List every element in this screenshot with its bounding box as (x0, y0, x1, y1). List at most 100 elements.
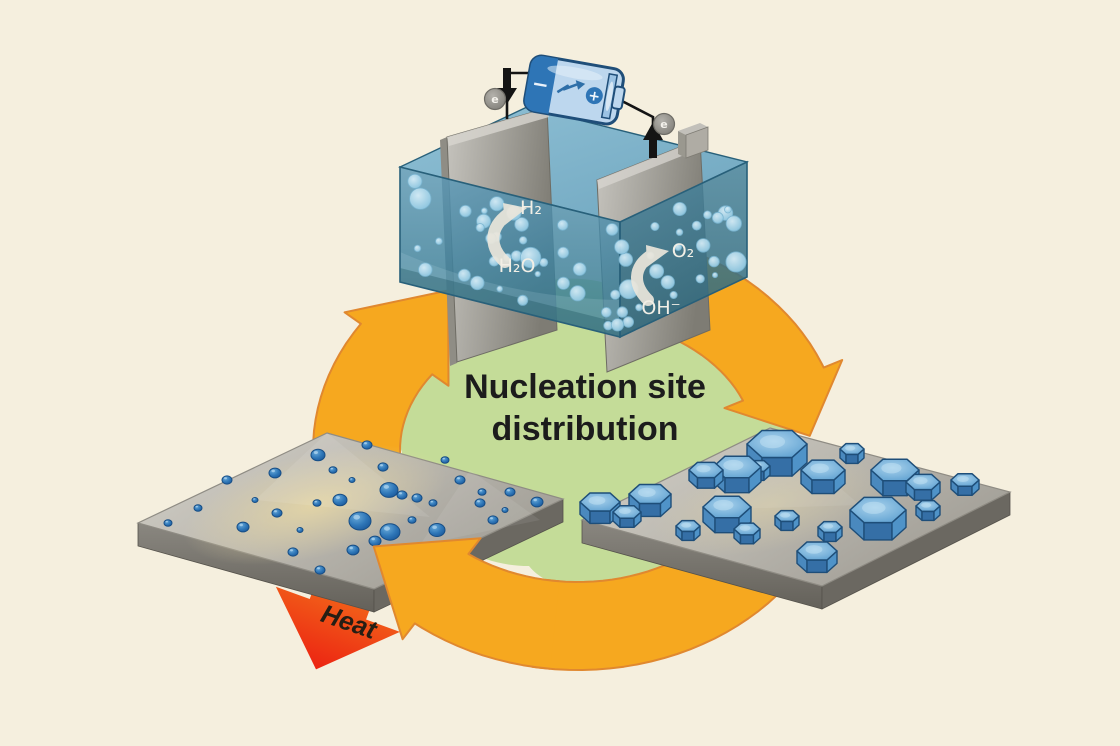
bubble-icon (518, 236, 528, 245)
droplet-icon (407, 516, 417, 524)
bubble-icon (605, 223, 619, 236)
crystal-sheen (588, 496, 606, 505)
crystal-face (681, 530, 695, 542)
crystal-face (957, 485, 973, 497)
title-line-1: Nucleation site (464, 368, 706, 406)
droplet-highlight (442, 457, 445, 460)
crystal-icon (800, 459, 846, 495)
bubble-icon (672, 201, 687, 216)
droplet-icon (504, 487, 516, 497)
droplet-icon (477, 488, 487, 496)
oxygen-label: O₂ (672, 240, 695, 262)
bubble-icon (418, 262, 433, 277)
electron-badge-right: e (652, 112, 676, 136)
water-label: H₂O (499, 255, 536, 277)
droplet-icon (379, 523, 401, 541)
droplet-highlight (195, 505, 198, 508)
battery-plus-label: + (587, 88, 601, 106)
droplet-highlight (335, 496, 340, 500)
electron-flow-up-icon (643, 122, 663, 158)
droplet-icon (368, 535, 382, 547)
droplet-icon (379, 482, 399, 498)
crystal-icon (905, 473, 941, 501)
bubble-icon (703, 210, 712, 220)
droplet-icon (348, 477, 356, 483)
crystal-sheen (845, 445, 856, 451)
droplet-icon (348, 511, 372, 531)
crystal-icon (774, 509, 800, 532)
crystal-face (806, 559, 828, 574)
crystal-sheen (805, 545, 823, 554)
bubble-icon (724, 205, 732, 214)
droplet-icon (377, 462, 389, 472)
crystal-icon (733, 522, 761, 545)
oxygen-bubbles (600, 201, 747, 332)
droplet-icon (428, 499, 438, 507)
electrolysis-cell: H₂ H₂O O₂ OH⁻ − (397, 54, 750, 373)
bubble-icon (712, 272, 719, 279)
bubble-icon (459, 204, 472, 218)
cycle-arrowhead-bottom (372, 537, 560, 670)
droplet-highlight (298, 528, 300, 530)
crystal-face (638, 502, 662, 518)
crystal-face (845, 453, 859, 465)
droplet-icon (346, 544, 360, 556)
bubble-icon (669, 290, 678, 299)
droplet-highlight (503, 508, 505, 510)
droplet-icon (328, 466, 338, 474)
droplet-highlight (330, 467, 333, 470)
crystal-face (739, 534, 755, 545)
crystal-face (780, 520, 794, 532)
crystal-icon (675, 519, 701, 542)
bubble-icon (616, 306, 629, 318)
crystal-icon (849, 496, 907, 541)
crystal-icon (915, 499, 941, 522)
bubble-icon (534, 270, 541, 278)
crystal-sheen (739, 525, 751, 531)
bubble-icon (600, 306, 612, 318)
bubble-icon (517, 294, 529, 306)
crystal-icon (839, 442, 865, 465)
crystal-face (589, 510, 611, 525)
droplet-highlight (430, 500, 433, 503)
droplet-highlight (165, 520, 168, 523)
droplet-icon (474, 498, 486, 508)
electron-badge-left: e (483, 87, 507, 111)
crystal-icon (612, 504, 642, 529)
droplet-icon (411, 493, 423, 503)
crystal-sheen (780, 512, 791, 518)
bubble-icon (675, 228, 684, 236)
bubble-icon (622, 316, 635, 328)
crystal-icon (688, 461, 724, 489)
crystal-icon (950, 472, 980, 497)
bubble-icon (618, 252, 634, 267)
bubble-icon (556, 276, 570, 290)
droplet-highlight (533, 498, 537, 502)
droplet-icon (487, 515, 499, 525)
droplet-highlight (409, 517, 412, 520)
crystal-icon (746, 429, 808, 477)
bubble-icon (569, 285, 586, 302)
droplet-highlight (314, 500, 317, 503)
bubble-icon (457, 268, 471, 282)
bubble-icon (660, 275, 675, 290)
droplet-icon (268, 467, 282, 479)
nucleation-title: Nucleation site distribution (464, 368, 706, 448)
crystal-face (863, 521, 893, 541)
droplet-highlight (313, 451, 318, 455)
crystal-sheen (723, 459, 744, 471)
crystal-icon (817, 520, 843, 543)
bubble-icon (557, 219, 569, 231)
bubble-icon (572, 262, 587, 276)
droplet-highlight (399, 492, 402, 495)
crystal-sheen (759, 435, 786, 449)
electrode-terminal-tab (678, 123, 709, 159)
bubble-icon (635, 303, 643, 312)
droplet-highlight (371, 537, 376, 541)
bubble-icon (725, 215, 742, 232)
droplet-highlight (457, 477, 460, 480)
droplet-icon (332, 493, 348, 507)
crystal-face (921, 510, 935, 522)
bubble-icon (610, 289, 621, 300)
droplet-icon (530, 496, 544, 508)
